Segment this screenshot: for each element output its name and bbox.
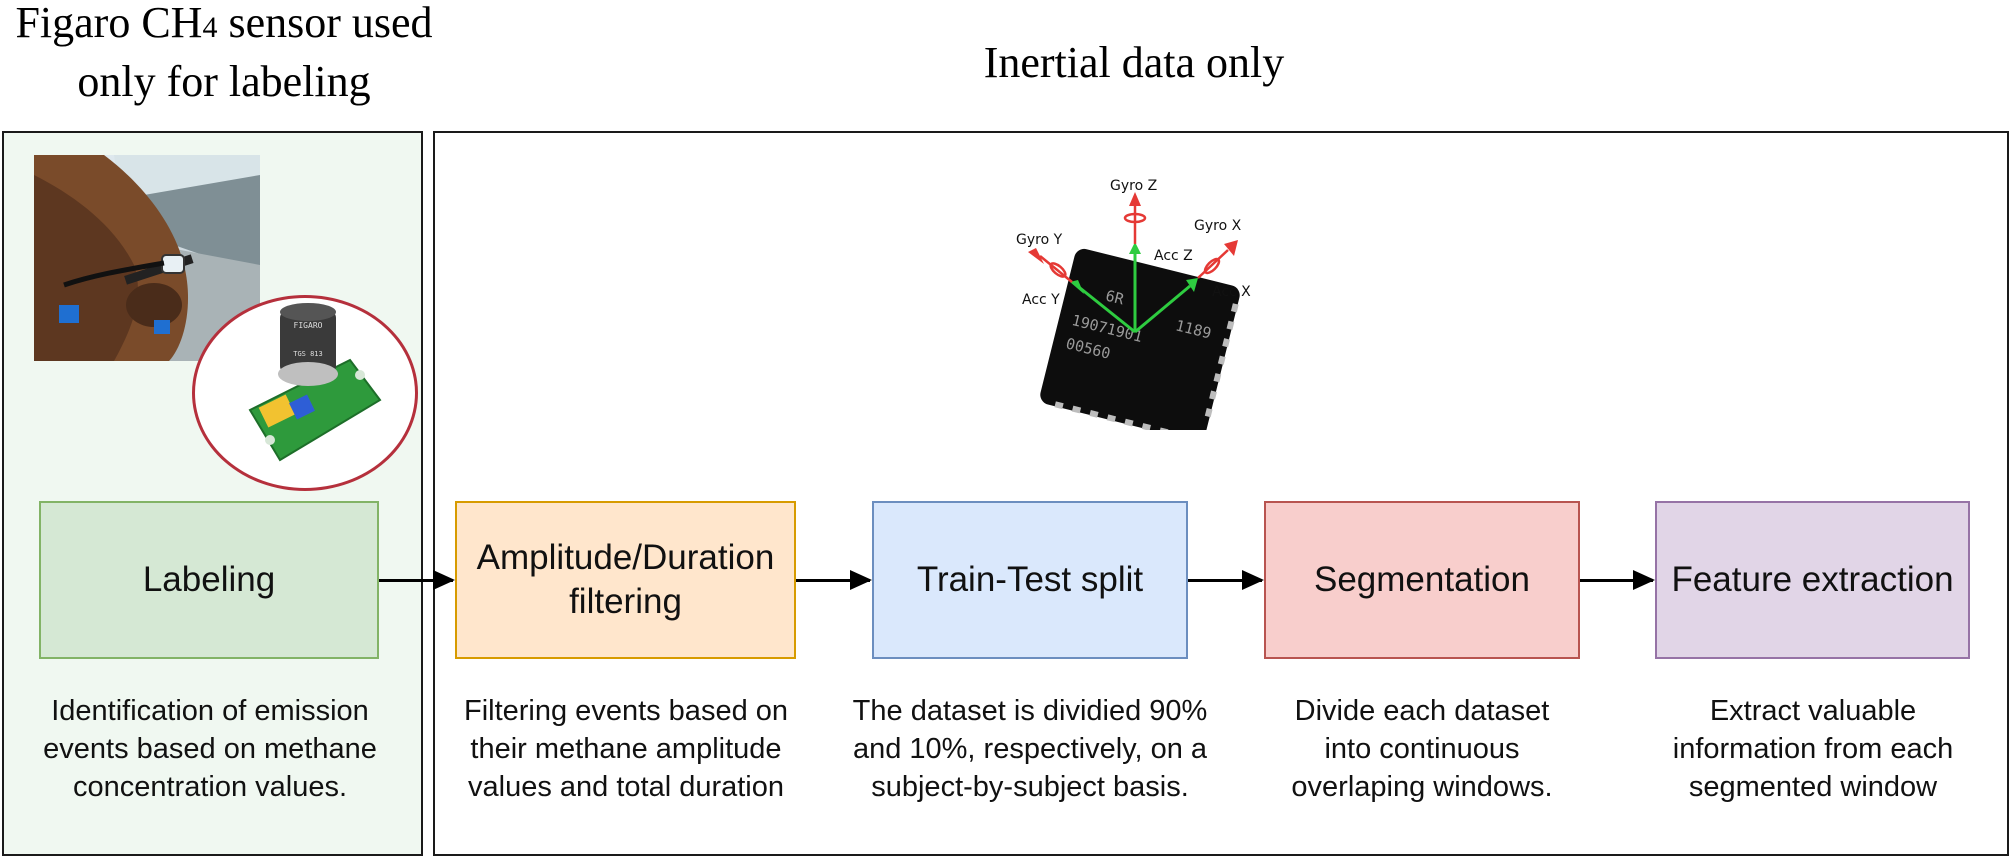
desc-labeling-line2: events based on methane: [43, 733, 377, 765]
step-labeling: Labeling: [39, 501, 379, 659]
step-amplitude-duration-filtering: Amplitude/Duration filtering: [455, 501, 796, 659]
step-train-test-split: Train-Test split: [872, 501, 1188, 659]
figaro-sensor-drawing: FIGARO TGS 813: [248, 303, 382, 462]
left-title-suffix: sensor used: [217, 0, 433, 47]
right-section-title: Inertial data only: [983, 38, 1285, 87]
desc-labeling: Identification of emission events based …: [14, 692, 406, 806]
left-title-prefix: Figaro CH: [15, 0, 203, 47]
step-segmentation-label: Segmentation: [1314, 560, 1530, 599]
desc-feature-line3: segmented window: [1688, 771, 1938, 803]
acc-x-label: Acc X: [1212, 284, 1251, 300]
step-filtering-label-line2: filtering: [569, 582, 682, 621]
desc-split-line1: The dataset is dividied 90%: [852, 695, 1208, 727]
desc-segmentation: Divide each dataset into continuous over…: [1242, 692, 1602, 806]
step-feature-extraction: Feature extraction: [1655, 501, 1970, 659]
desc-split: The dataset is dividied 90% and 10%, res…: [830, 692, 1230, 806]
gyro-x-label: Gyro X: [1194, 218, 1242, 234]
step-feature-label: Feature extraction: [1671, 560, 1954, 599]
desc-split-line2: and 10%, respectively, on a: [852, 733, 1208, 765]
horse-photo-drawing: [34, 155, 260, 361]
desc-filtering: Filtering events based on their methane …: [440, 692, 812, 806]
chip-text-1: 6R: [1104, 287, 1127, 309]
step-split-label: Train-Test split: [916, 560, 1144, 599]
sensor-board: FIGARO TGS 813: [230, 300, 390, 470]
desc-feature-extraction: Extract valuable information from each s…: [1630, 692, 1996, 806]
sensor-model-text: TGS 813: [293, 350, 323, 358]
arrow-split-to-segmentation: [1188, 570, 1264, 590]
arrow-segmentation-to-features: [1580, 570, 1655, 590]
desc-feature-line2: information from each: [1672, 733, 1954, 765]
arrow-labeling-to-filtering: [379, 570, 455, 590]
desc-filtering-line3: values and total duration: [468, 771, 784, 803]
desc-labeling-line1: Identification of emission: [51, 695, 369, 727]
imu-chip-figure: 6R 1189 19071901 00560: [1000, 170, 1280, 442]
horse-photo: [34, 155, 260, 361]
inertial-panel: [433, 131, 2009, 856]
desc-segmentation-line3: overlaping windows.: [1291, 771, 1553, 803]
gyro-z-label: Gyro Z: [1110, 178, 1157, 194]
gyro-y-label: Gyro Y: [1016, 232, 1063, 248]
sensor-brand-text: FIGARO: [294, 321, 323, 330]
desc-labeling-line3: concentration values.: [72, 771, 348, 803]
left-title-subscript: 4: [202, 11, 218, 44]
imu-chip-drawing: 6R 1189 19071901 00560: [1016, 178, 1251, 442]
step-labeling-label: Labeling: [142, 560, 276, 599]
desc-filtering-line1: Filtering events based on: [463, 695, 789, 727]
desc-split-line3: subject-by-subject basis.: [871, 771, 1189, 803]
left-title-line2: only for labeling: [77, 57, 371, 106]
step-filtering-label-line1: Amplitude/Duration: [476, 538, 775, 577]
acc-y-label: Acc Y: [1022, 292, 1060, 308]
arrow-filtering-to-split: [796, 570, 872, 590]
desc-segmentation-line2: into continuous: [1324, 733, 1520, 765]
desc-feature-line1: Extract valuable: [1709, 695, 1917, 727]
desc-filtering-line2: their methane amplitude: [470, 733, 782, 765]
acc-z-label: Acc Z: [1154, 248, 1193, 264]
left-section-title: Figaro CH4 sensor used only for labeling: [0, 0, 448, 109]
desc-segmentation-line1: Divide each dataset: [1294, 695, 1550, 727]
left-title-line1: Figaro CH4 sensor used: [0, 0, 448, 55]
step-segmentation: Segmentation: [1264, 501, 1580, 659]
